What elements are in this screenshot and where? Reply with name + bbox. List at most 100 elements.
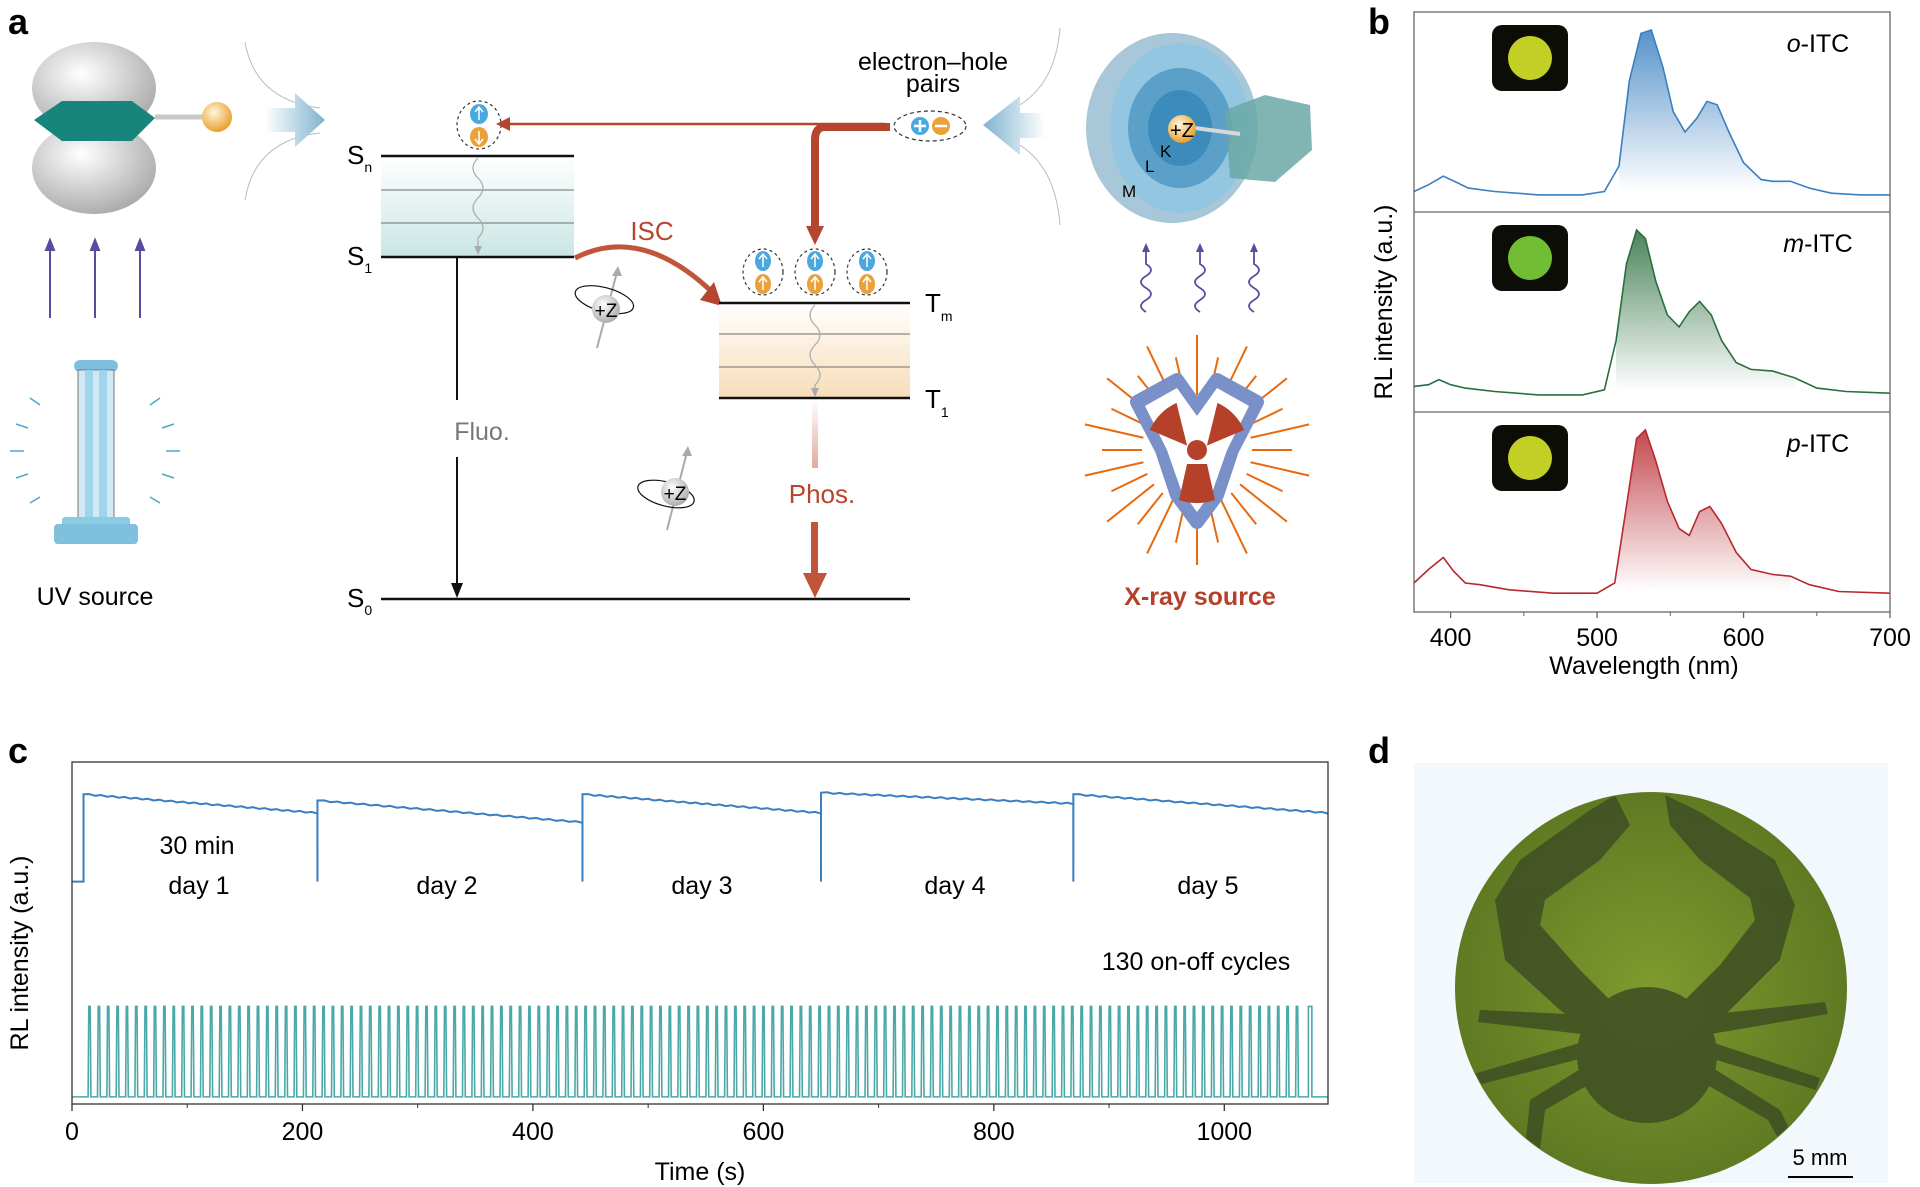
scale-bar-label: 5 mm (1793, 1145, 1848, 1170)
benzene-ring (34, 101, 155, 141)
singlet-spin-pair (456, 100, 502, 150)
x-tick-label: 400 (1430, 624, 1472, 652)
sample-photo-m (1492, 225, 1568, 291)
triplet-ic-arrowhead (811, 388, 819, 397)
ray (1084, 423, 1144, 439)
label-t1: T1 (925, 384, 949, 420)
ray (1250, 423, 1310, 439)
xray-wave-arrows (1140, 243, 1260, 313)
isc-arrowhead (700, 282, 722, 306)
phosphorescence-fade (812, 400, 818, 468)
electron-hole-label: electron–hole (858, 48, 1008, 76)
triplet-ic-arrow (809, 304, 821, 390)
spectrum-line-m (1413, 228, 1891, 396)
phosphorescence-arrowhead (803, 573, 827, 598)
fluorescence-arrowhead (451, 583, 463, 598)
x-tick-label: 200 (282, 1118, 324, 1146)
ray (1146, 499, 1175, 555)
plot-frame (1413, 11, 1891, 613)
isc-arrow (573, 244, 712, 292)
x-axis-label: Wavelength (nm) (1549, 652, 1738, 680)
xray-source-label: X-ray source (1124, 583, 1276, 611)
annotation-30min: 30 min (159, 832, 234, 860)
ray (1219, 499, 1248, 555)
uv-source-label: UV source (37, 583, 154, 611)
sample-photo-o (1492, 25, 1568, 91)
panel-letter-a: a (8, 1, 29, 42)
uv-excitation-arrow (244, 41, 325, 201)
spectrum-line-o (1413, 28, 1890, 196)
x-tick-label: 0 (65, 1118, 79, 1146)
ray (1106, 483, 1155, 523)
fluo-label: Fluo. (454, 418, 510, 446)
xray-excitation-arrow (983, 27, 1061, 226)
isc-label: ISC (630, 216, 673, 246)
heavy-atom-spin-icon: +Z (637, 446, 695, 531)
spectrum-line-p (1413, 428, 1891, 594)
xray-crab-image (1455, 792, 1847, 1184)
triplet-arrowhead (806, 226, 824, 245)
annotation-day4: day 4 (924, 872, 985, 900)
annotation-day2: day 2 (416, 872, 477, 900)
annotation-day5: day 5 (1177, 872, 1238, 900)
uv-arrows (44, 237, 146, 318)
atom-shells-illustration: +Z K L M (1086, 33, 1312, 223)
stability-trace (72, 791, 1329, 883)
shell-l-label: L (1145, 157, 1154, 176)
recombination-arrow-triplet (811, 123, 890, 228)
ray (1230, 492, 1258, 525)
plot-frame (71, 761, 1329, 1105)
triplet-spin-pair (742, 248, 784, 296)
y-axis-label: RL intensity (a.u.) (1370, 205, 1398, 400)
label-s0: S0 (347, 583, 372, 618)
svg-text:+Z: +Z (664, 484, 687, 505)
ray (1110, 472, 1148, 493)
panel-letter-c: c (8, 730, 28, 771)
on-off-cycles-trace (72, 1005, 1328, 1098)
phosphorescence-arrow (811, 522, 818, 577)
annotation-day1: day 1 (168, 872, 229, 900)
label-tm: Tm (925, 288, 953, 324)
sample-photo-p (1492, 425, 1568, 491)
label-sn: Sn (347, 140, 372, 175)
uv-lamp-icon (10, 360, 180, 544)
series-label-m: m-ITC (1783, 230, 1852, 258)
triplet-spin-pair (846, 248, 888, 296)
x-tick-label: 400 (512, 1118, 554, 1146)
shell-k-label: K (1160, 142, 1172, 161)
annotation-cycles: 130 on-off cycles (1102, 948, 1291, 976)
molecule-illustration (32, 42, 232, 214)
x-axis-label: Time (s) (655, 1158, 746, 1186)
electron-hole-label-line2: pairs (906, 70, 960, 98)
ray (1246, 472, 1284, 493)
x-tick-label: 1000 (1196, 1118, 1252, 1146)
x-tick-label: 700 (1869, 624, 1911, 652)
x-tick-label: 600 (1723, 624, 1765, 652)
ray (1239, 483, 1288, 523)
panel-letter-d: d (1368, 730, 1390, 771)
ray (1250, 461, 1310, 477)
orbital-lobe-bottom (32, 122, 156, 214)
internal-conversion-arrow (472, 157, 484, 246)
heavy-atom (202, 102, 232, 132)
ray (1136, 492, 1164, 525)
triplet-spin-pair (794, 248, 836, 296)
ic-arrowhead (474, 246, 482, 255)
spectrum-fill-m (1616, 230, 1795, 392)
label-s1: S1 (347, 241, 372, 276)
triplet-band (719, 303, 910, 398)
singlet-arrowhead (496, 117, 510, 131)
electron-hole-pair-icon (893, 110, 967, 142)
annotation-day3: day 3 (671, 872, 732, 900)
series-label-p: p-ITC (1786, 430, 1850, 458)
x-tick-label: 600 (743, 1118, 785, 1146)
panel-d: d 5 mm (1368, 730, 1888, 1184)
panel-letter-b: b (1368, 1, 1390, 42)
x-tick-label: 800 (973, 1118, 1015, 1146)
x-tick-label: 500 (1576, 624, 1618, 652)
y-axis-label: RL intensity (a.u.) (6, 856, 34, 1051)
ray (1084, 461, 1144, 477)
